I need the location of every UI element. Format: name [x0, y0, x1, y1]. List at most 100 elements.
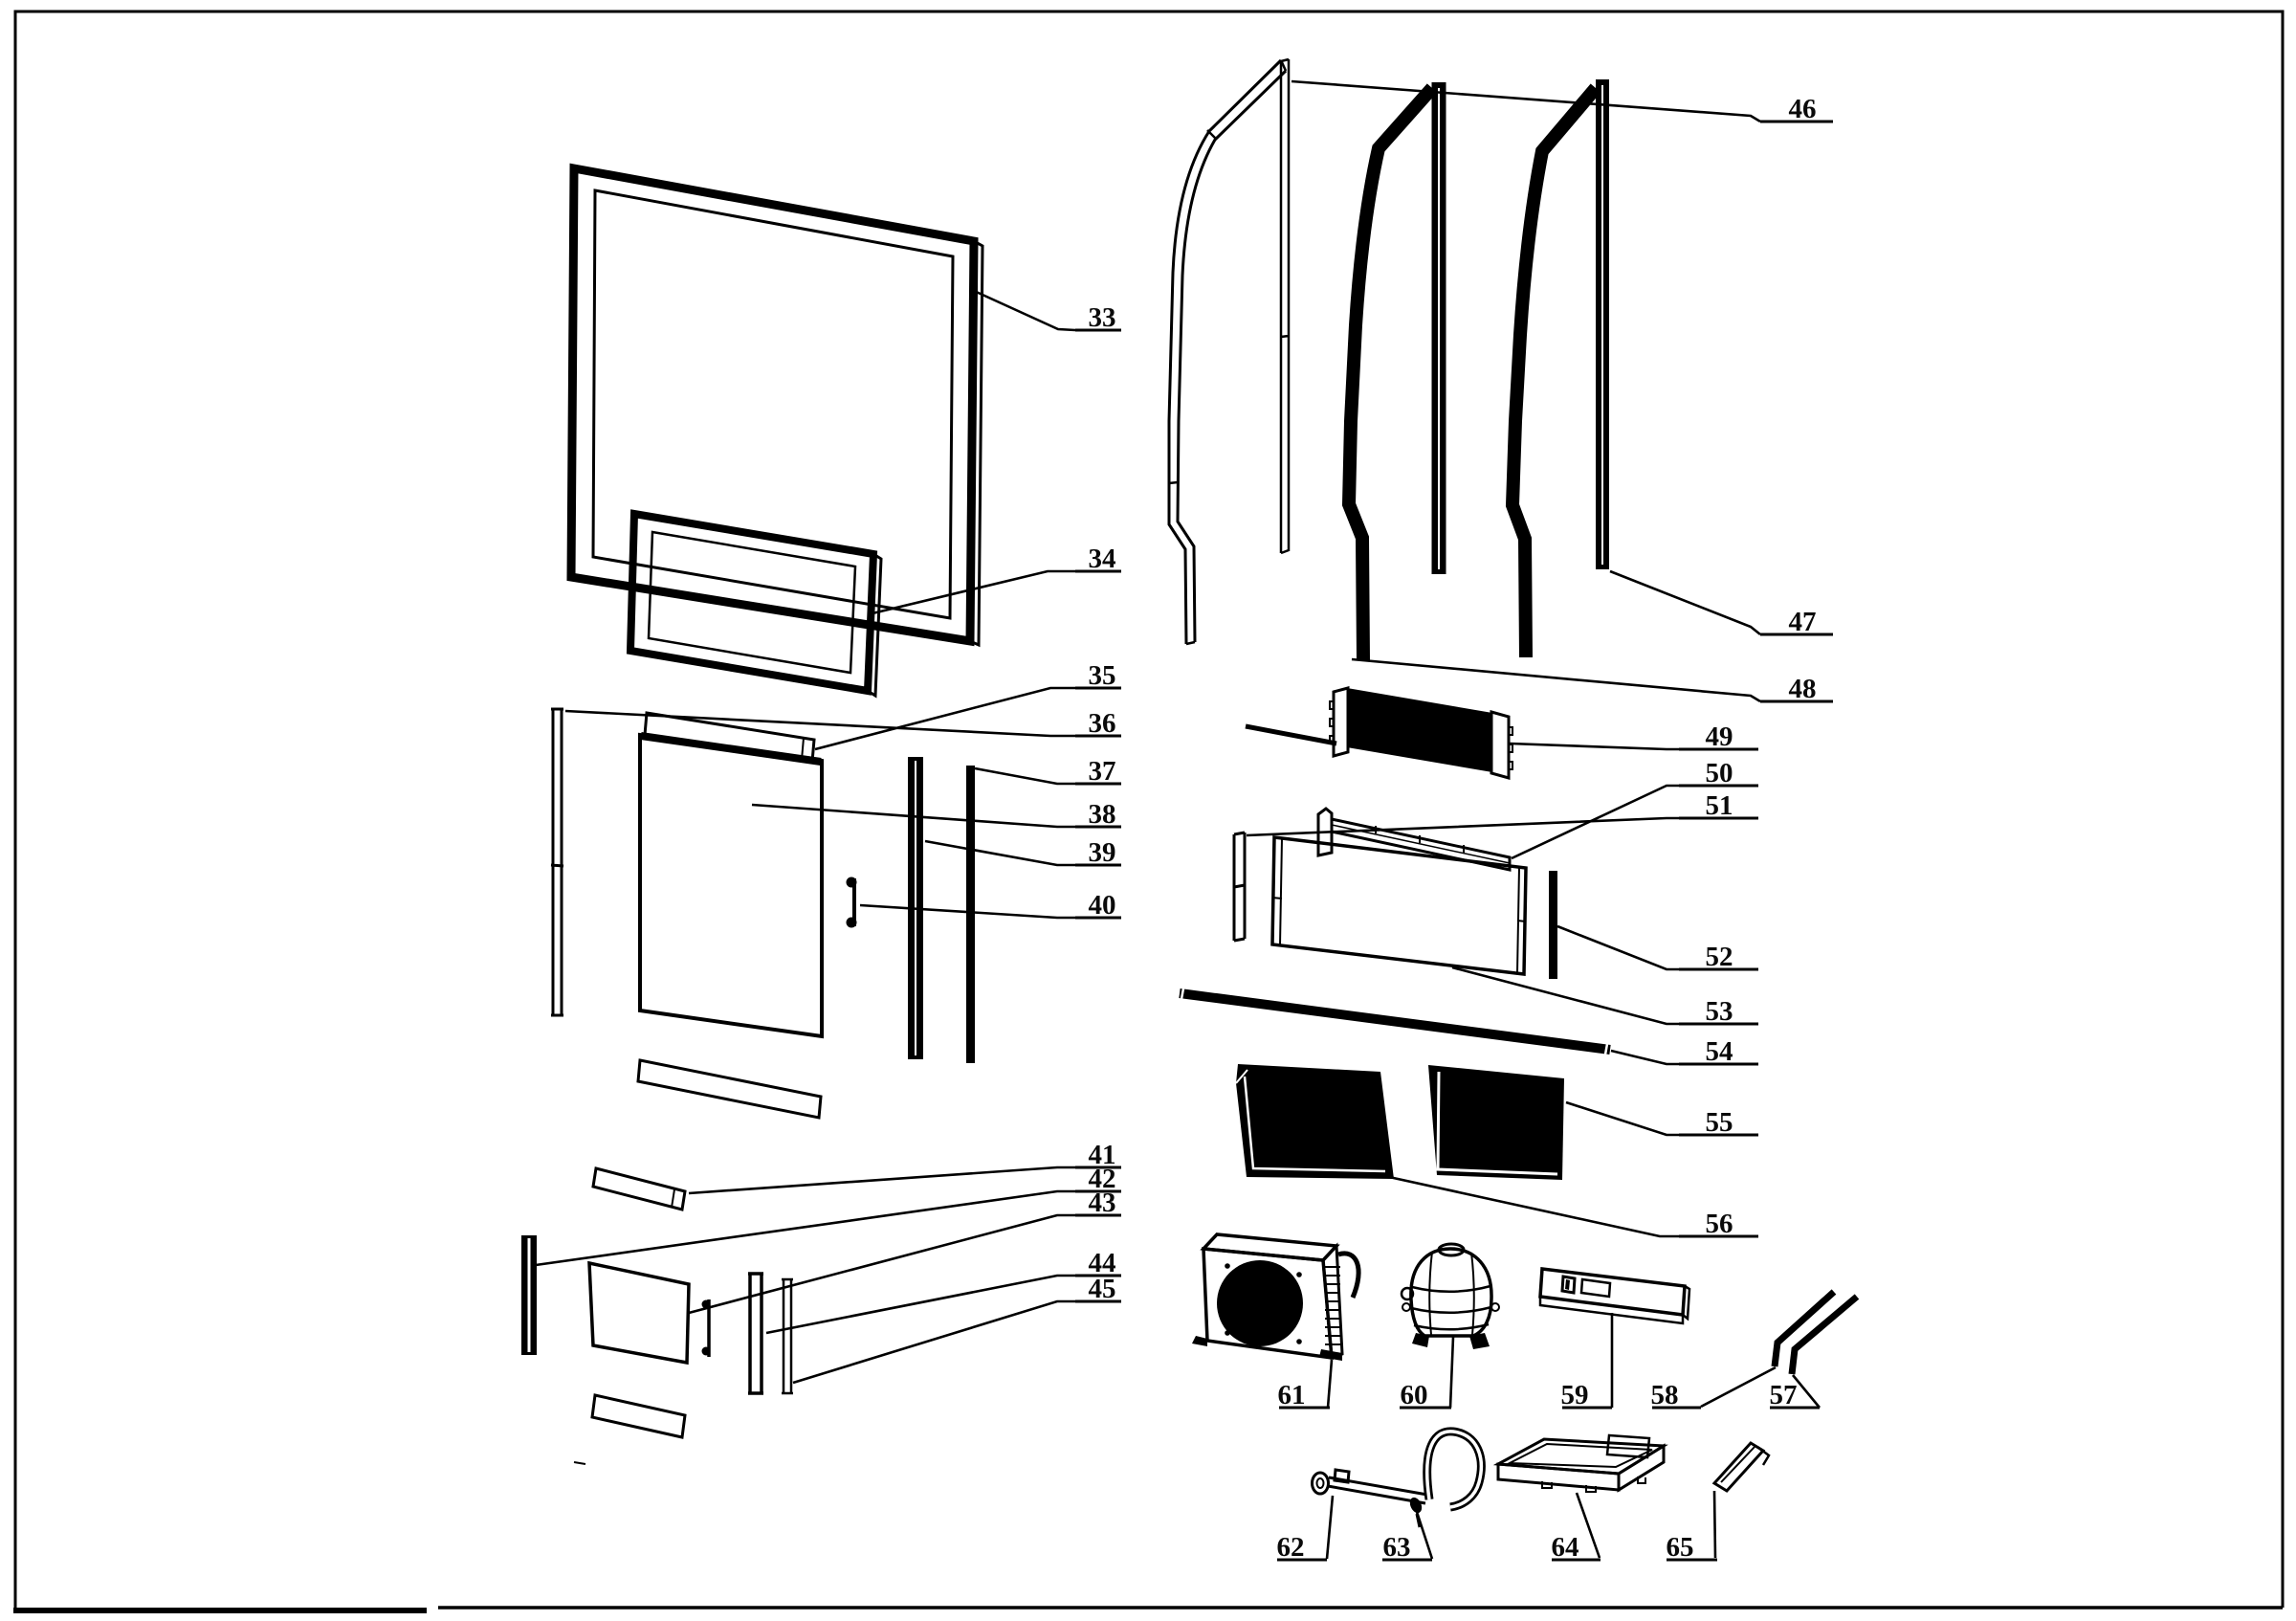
bracket-outline	[1232, 831, 1247, 943]
part-62-63-pipe-assembly	[1311, 1427, 1486, 1528]
part-59-control-panel	[1538, 1267, 1691, 1325]
panel-bottom-band	[1538, 1295, 1685, 1325]
rail-body	[1330, 817, 1512, 872]
part-label-64: 64	[1552, 1532, 1579, 1563]
panel-inner-edge	[1243, 1076, 1386, 1173]
condenser-left-plate	[1332, 686, 1350, 758]
pipe-flange	[1311, 1471, 1330, 1496]
small-handle-bracket	[701, 1299, 711, 1357]
bolt-dot	[1296, 1339, 1302, 1344]
part-label-55: 55	[1706, 1107, 1733, 1138]
panel-body	[1236, 1064, 1394, 1179]
part-label-46: 46	[1789, 94, 1817, 124]
compressor-top-cap	[1437, 1242, 1466, 1257]
bolt-dot	[1296, 1272, 1302, 1277]
part-43-small-panel	[587, 1260, 691, 1366]
leader-38	[751, 803, 1075, 829]
part-label-50: 50	[1706, 758, 1733, 788]
strip-inner-line	[1176, 69, 1288, 643]
leader-50	[1511, 784, 1679, 860]
bracket-body	[1711, 1441, 1766, 1493]
bracket-slot	[1720, 1446, 1755, 1483]
leader-41	[688, 1166, 1075, 1195]
part-49-condenser	[1245, 686, 1513, 780]
tube-body	[1771, 1289, 1837, 1367]
leader-40	[859, 903, 1075, 920]
part-38-door-glass-panel	[638, 732, 824, 1039]
condenser-right-plate	[1490, 710, 1511, 780]
leader-44	[765, 1274, 1075, 1335]
part-50-mounting-rail	[1316, 807, 1512, 872]
leader-57	[1791, 1374, 1821, 1409]
leader-46	[1291, 79, 1761, 123]
pan-front-wall	[1496, 1462, 1621, 1492]
post-curved-leg	[1505, 83, 1601, 658]
leader-58	[1700, 1366, 1777, 1409]
part-52-edge-strip	[1549, 871, 1557, 979]
condenser-body	[1347, 688, 1492, 772]
frame-inner-edge	[591, 189, 955, 620]
part-label-58: 58	[1651, 1380, 1679, 1410]
post-curved-leg	[1341, 83, 1438, 661]
leader-62	[1325, 1495, 1335, 1560]
strip-outer-line	[1167, 58, 1283, 645]
pipe-flange-bore	[1315, 1477, 1325, 1489]
side-fitting	[1490, 1302, 1500, 1312]
handle-knob-top	[701, 1299, 711, 1309]
part-label-47: 47	[1789, 607, 1817, 637]
part-54-heater-tube	[1179, 988, 1611, 1055]
strip-outline	[550, 707, 564, 1017]
unit-foot-right	[1319, 1349, 1342, 1361]
strip-body	[966, 766, 975, 1063]
curved-corner-post-b	[1505, 79, 1609, 658]
leader-47	[1609, 569, 1761, 636]
leader-37	[974, 766, 1075, 786]
tube-body	[1788, 1294, 1860, 1375]
unit-pipe-hook	[1337, 1251, 1361, 1299]
sheet-border	[13, 10, 2285, 1613]
leader-39	[924, 839, 1075, 867]
part-42-side-bar	[521, 1235, 537, 1355]
part-label-61: 61	[1278, 1380, 1306, 1410]
part-51-side-bracket	[1232, 831, 1247, 943]
part-label-41: 41	[1089, 1140, 1116, 1170]
strip-end-cap	[671, 1188, 675, 1209]
pan-compartment	[1605, 1433, 1651, 1459]
sheet-border-top	[13, 10, 2285, 1610]
leader-56	[1388, 1175, 1679, 1238]
pipe-joint-node	[1409, 1497, 1423, 1514]
bottom-trim-strip	[573, 1393, 687, 1465]
part-45-vertical-strip	[782, 1277, 793, 1395]
part-label-42: 42	[1089, 1164, 1116, 1194]
shell-bands	[1410, 1284, 1492, 1331]
part-61-condensing-unit	[1192, 1232, 1361, 1361]
leader-34	[872, 569, 1075, 615]
part-34-small-door-frame	[626, 509, 883, 699]
part-label-36: 36	[1089, 708, 1116, 739]
part-label-63: 63	[1383, 1532, 1411, 1563]
leader-42	[535, 1189, 1075, 1267]
strip-outline	[636, 1058, 823, 1120]
part-label-43: 43	[1089, 1188, 1116, 1218]
display-window	[1579, 1277, 1612, 1299]
handle-knob-top	[846, 877, 857, 888]
part-label-45: 45	[1089, 1274, 1116, 1304]
part-label-37: 37	[1089, 756, 1116, 787]
shell-seams	[1428, 1251, 1475, 1336]
leader-51	[1246, 816, 1679, 837]
pan-cavity	[1506, 1442, 1653, 1469]
condenser-tube	[1245, 723, 1337, 746]
leader-52	[1556, 924, 1679, 971]
panel-inner-lines	[1271, 837, 1527, 974]
pipe-run	[1327, 1476, 1428, 1505]
part-41-top-strip	[591, 1166, 687, 1211]
tube-end-caps	[1180, 988, 1609, 1055]
bolt-dot	[1225, 1263, 1230, 1269]
pipe-loop-bore	[1424, 1430, 1484, 1509]
part-53-access-panel	[1270, 835, 1528, 976]
part-label-49: 49	[1706, 722, 1733, 752]
part-56-insulation-panel-left	[1235, 1064, 1394, 1179]
panel-outline	[587, 1260, 691, 1366]
leader-45	[792, 1299, 1075, 1385]
